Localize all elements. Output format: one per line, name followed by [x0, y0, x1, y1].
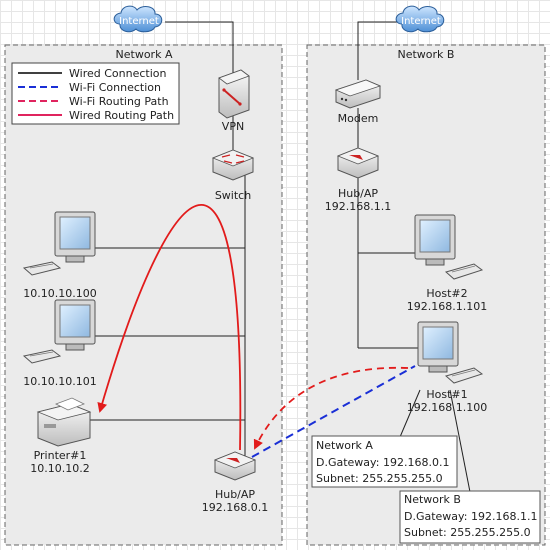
- computer-icon: [22, 299, 96, 364]
- hub-ap-icon: [336, 147, 380, 179]
- info-b-gateway: D.Gateway: 192.168.1.1: [404, 510, 537, 523]
- vpn-label: VPN: [222, 120, 244, 133]
- pc2-ip-label: 10.10.10.101: [23, 375, 96, 388]
- vpn-icon: [218, 69, 250, 119]
- cloud-icon: Internet: [395, 5, 445, 33]
- legend-label-wired: Wired Connection: [69, 67, 166, 80]
- info-b-title: Network B: [404, 493, 461, 506]
- pc1-ip-label: 10.10.10.100: [23, 287, 96, 300]
- wired-routing-path: [97, 203, 242, 451]
- internet-label-a: Internet: [119, 16, 159, 27]
- computer-icon: [414, 214, 484, 280]
- switch-label: Switch: [215, 189, 251, 202]
- printer-name-label: Printer#1: [34, 449, 87, 462]
- computer-icon: [22, 211, 96, 276]
- cloud-icon: Internet: [113, 5, 163, 33]
- modem-label: Modem: [338, 112, 379, 125]
- internet-label-b: Internet: [401, 16, 441, 27]
- legend-label-wifi: Wi-Fi Connection: [69, 81, 161, 94]
- host1-ip-label: 192.168.1.100: [407, 401, 487, 414]
- modem-icon: [334, 79, 382, 109]
- wired-connections: [90, 21, 471, 493]
- wifi-routing-path: [253, 366, 409, 450]
- host2-ip-label: 192.168.1.101: [407, 300, 487, 313]
- hub-b-name-label: Hub/AP: [338, 187, 378, 200]
- info-box-network-b: Network B D.Gateway: 192.168.1.1 Subnet:…: [399, 490, 541, 544]
- host2-name-label: Host#2: [426, 287, 467, 300]
- hub-a-ip-label: 192.168.0.1: [202, 501, 268, 514]
- switch-icon: [211, 149, 255, 181]
- legend-label-wifi-route: Wi-Fi Routing Path: [69, 95, 169, 108]
- hub-ap-icon: [213, 451, 257, 481]
- info-box-network-a: Network A D.Gateway: 192.168.0.1 Subnet:…: [311, 435, 458, 488]
- legend-label-wired-route: Wired Routing Path: [69, 109, 174, 122]
- wifi-connection-line: [251, 365, 416, 458]
- info-a-subnet: Subnet: 255.255.255.0: [316, 472, 443, 485]
- computer-icon: [417, 321, 484, 384]
- info-a-title: Network A: [316, 439, 373, 452]
- hub-a-name-label: Hub/AP: [215, 488, 255, 501]
- info-b-subnet: Subnet: 255.255.255.0: [404, 526, 531, 539]
- host1-name-label: Host#1: [426, 388, 467, 401]
- hub-b-ip-label: 192.168.1.1: [325, 200, 391, 213]
- printer-ip-label: 10.10.10.2: [30, 462, 89, 475]
- legend: Wired Connection Wi-Fi Connection Wi-Fi …: [11, 62, 180, 125]
- network-a-title: Network A: [116, 48, 173, 61]
- printer-icon: [36, 397, 92, 447]
- info-a-gateway: D.Gateway: 192.168.0.1: [316, 456, 449, 469]
- network-b-title: Network B: [398, 48, 455, 61]
